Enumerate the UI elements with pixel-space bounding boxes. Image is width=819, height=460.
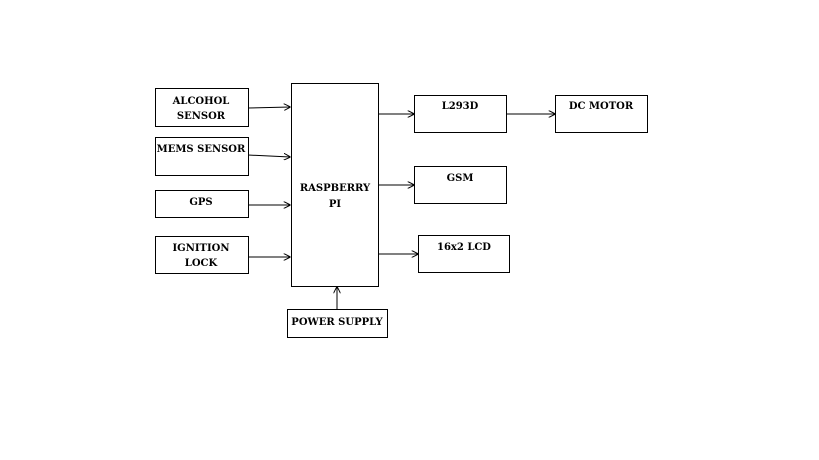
block-l293d: L293D [414, 95, 507, 133]
block-power-supply: POWER SUPPLY [287, 309, 388, 338]
svg-text:MEMS SENSOR: MEMS SENSOR [157, 144, 246, 155]
block-16x2-lcd: 16x2 LCD [418, 235, 510, 273]
arrow-mems-to-pi [247, 155, 290, 157]
block-label-line: 16x2 LCD [437, 242, 491, 253]
block-label-line: PI [329, 199, 342, 210]
block-raspberry-pi: RASPBERRY PI [291, 83, 379, 287]
block-mems-sensor: MEMS SENSOR [155, 137, 249, 176]
block-label-line: POWER SUPPLY [291, 317, 383, 328]
block-label-line: RASPBERRY [300, 183, 371, 194]
block-dc-motor: DC MOTOR [555, 95, 648, 133]
arrow-alcohol-to-pi [247, 107, 290, 108]
block-label-line: DC MOTOR [569, 101, 634, 112]
svg-text:GSM: GSM [447, 173, 474, 184]
svg-text:GPS: GPS [189, 197, 212, 208]
block-alcohol-sensor: ALCOHOL SENSOR [155, 88, 249, 127]
block-label-line: MEMS SENSOR [157, 144, 246, 155]
svg-text:DC MOTOR: DC MOTOR [569, 101, 634, 112]
block-label-line: SENSOR [177, 111, 226, 122]
block-gsm: GSM [414, 166, 507, 204]
block-label-line: LOCK [185, 258, 218, 269]
svg-text:L293D: L293D [442, 101, 479, 112]
svg-text:POWER SUPPLY: POWER SUPPLY [291, 317, 383, 328]
block-label-line: ALCOHOL [172, 96, 230, 107]
svg-text:16x2 LCD: 16x2 LCD [437, 242, 491, 253]
block-label-line: IGNITION [172, 243, 229, 254]
block-label-line: GSM [447, 173, 474, 184]
block-ignition-lock: IGNITION LOCK [155, 236, 249, 274]
block-label-line: GPS [189, 197, 212, 208]
block-gps: GPS [155, 190, 249, 218]
block-label-line: L293D [442, 101, 479, 112]
